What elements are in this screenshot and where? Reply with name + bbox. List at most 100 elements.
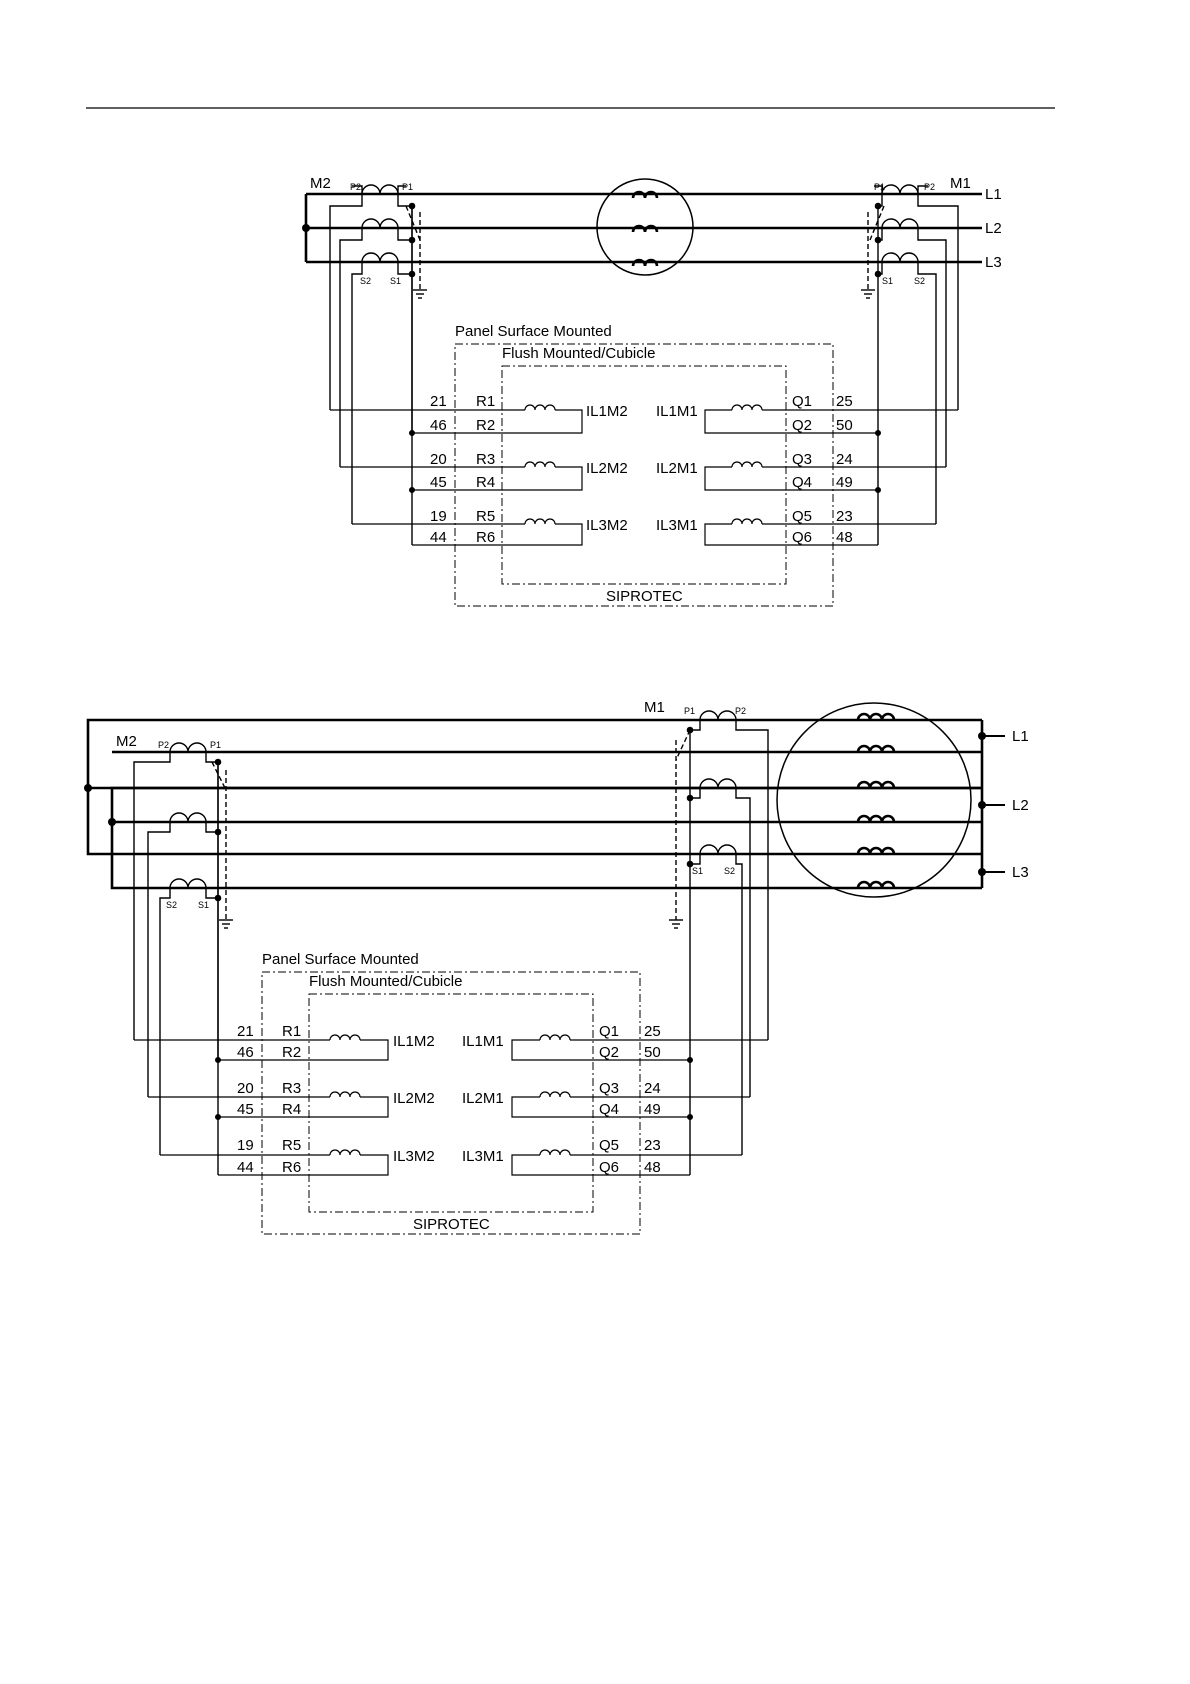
ct-left-label: M2 xyxy=(116,733,137,750)
machine-winding-2 xyxy=(631,224,659,233)
left-pin: 44 xyxy=(430,529,447,546)
right-pin: 48 xyxy=(644,1159,661,1176)
machine-circle xyxy=(776,702,972,898)
ct-set-left-2 xyxy=(133,742,233,1175)
left-term: R3 xyxy=(476,451,495,468)
right-term: Q4 xyxy=(599,1101,619,1118)
right-term: Q2 xyxy=(599,1044,619,1061)
star-point-dot xyxy=(108,818,116,826)
left-pin: 19 xyxy=(430,508,447,525)
right-term: Q3 xyxy=(599,1080,619,1097)
left-term: R6 xyxy=(476,529,495,546)
ct-left-p1: P1 xyxy=(402,182,413,192)
left-pin: 20 xyxy=(237,1080,254,1097)
right-pin: 23 xyxy=(644,1137,661,1154)
phase-l2-label: L2 xyxy=(985,220,1002,237)
left-term: R2 xyxy=(282,1044,301,1061)
left-term: R3 xyxy=(282,1080,301,1097)
right-pin: 24 xyxy=(836,451,853,468)
left-input: IL3M2 xyxy=(393,1148,435,1165)
ct-left-p1: P1 xyxy=(210,740,221,750)
ct-right-s2: S2 xyxy=(914,276,925,286)
right-term: Q5 xyxy=(599,1137,619,1154)
left-term: R6 xyxy=(282,1159,301,1176)
right-input: IL3M1 xyxy=(462,1148,504,1165)
left-input: IL2M2 xyxy=(393,1090,435,1107)
left-pin: 20 xyxy=(430,451,447,468)
ct-set-right xyxy=(861,184,959,545)
right-input: IL2M1 xyxy=(462,1090,504,1107)
left-pin: 19 xyxy=(237,1137,254,1154)
ct-left-p2: P2 xyxy=(158,740,169,750)
ct-left-p2: P2 xyxy=(350,182,361,192)
device-wiring-right-2 xyxy=(511,1034,768,1176)
right-term: Q6 xyxy=(792,529,812,546)
left-pin: 44 xyxy=(237,1159,254,1176)
left-pin: 46 xyxy=(430,417,447,434)
ct-left-s2: S2 xyxy=(360,276,371,286)
ct-left-s1: S1 xyxy=(390,276,401,286)
left-pin: 45 xyxy=(430,474,447,491)
right-input: IL1M1 xyxy=(656,403,698,420)
left-term: R4 xyxy=(476,474,495,491)
right-pin: 49 xyxy=(644,1101,661,1118)
right-term: Q4 xyxy=(792,474,812,491)
conductor-l2 xyxy=(110,786,982,890)
left-input: IL2M2 xyxy=(586,460,628,477)
ct-right-s1: S1 xyxy=(692,866,703,876)
diagram-2 xyxy=(84,702,1005,1235)
ct-right-label: M1 xyxy=(950,175,971,192)
outer-box-2 xyxy=(261,971,641,1235)
outer-box-label: Panel Surface Mounted xyxy=(262,951,419,968)
right-term: Q6 xyxy=(599,1159,619,1176)
right-pin: 23 xyxy=(836,508,853,525)
right-pin: 49 xyxy=(836,474,853,491)
machine-winding-1 xyxy=(631,190,659,199)
ct-right-label: M1 xyxy=(644,699,665,716)
star-point-dot xyxy=(84,784,92,792)
device-wiring-left-2 xyxy=(134,1034,389,1176)
phase-l1-label: L1 xyxy=(985,186,1002,203)
ct-right-p2: P2 xyxy=(735,706,746,716)
device-wiring-right-1 xyxy=(704,404,958,546)
ct-right-p2: P2 xyxy=(924,182,935,192)
inner-box-label: Flush Mounted/Cubicle xyxy=(309,973,462,990)
right-pin: 50 xyxy=(644,1044,661,1061)
right-term: Q1 xyxy=(599,1023,619,1040)
diagram-2-labels: M1 M2 L1 L2 L3 P1 P2 S1 S2 P2 P1 S2 S1 P… xyxy=(116,699,1029,1233)
right-term: Q2 xyxy=(792,417,812,434)
right-term: Q5 xyxy=(792,508,812,525)
machine-circle xyxy=(596,178,694,276)
right-pin: 50 xyxy=(836,417,853,434)
left-term: R5 xyxy=(282,1137,301,1154)
right-input: IL1M1 xyxy=(462,1033,504,1050)
right-input: IL3M1 xyxy=(656,517,698,534)
phase-l3-label: L3 xyxy=(985,254,1002,271)
inner-box-2 xyxy=(308,993,594,1213)
left-pin: 45 xyxy=(237,1101,254,1118)
phase-l2-label: L2 xyxy=(1012,797,1029,814)
left-pin: 46 xyxy=(237,1044,254,1061)
right-pin: 25 xyxy=(644,1023,661,1040)
outer-box-label: Panel Surface Mounted xyxy=(455,323,612,340)
device-label: SIPROTEC xyxy=(413,1216,490,1233)
left-term: R1 xyxy=(476,393,495,410)
diagram-1-labels: M2 M1 L1 L2 L3 P2 P1 S2 S1 P1 P2 S1 S2 P… xyxy=(310,175,1002,605)
right-term: Q1 xyxy=(792,393,812,410)
right-pin: 25 xyxy=(836,393,853,410)
ct-right-p1: P1 xyxy=(874,182,885,192)
outer-box-1 xyxy=(454,343,834,607)
right-input: IL2M1 xyxy=(656,460,698,477)
left-term: R1 xyxy=(282,1023,301,1040)
left-pin: 21 xyxy=(430,393,447,410)
left-term: R4 xyxy=(282,1101,301,1118)
inner-box-1 xyxy=(501,365,787,585)
left-input: IL3M2 xyxy=(586,517,628,534)
left-input: IL1M2 xyxy=(393,1033,435,1050)
left-term: R5 xyxy=(476,508,495,525)
left-term: R2 xyxy=(476,417,495,434)
right-term: Q3 xyxy=(792,451,812,468)
ct-left-s2: S2 xyxy=(166,900,177,910)
ct-set-right-2 xyxy=(669,710,769,1175)
